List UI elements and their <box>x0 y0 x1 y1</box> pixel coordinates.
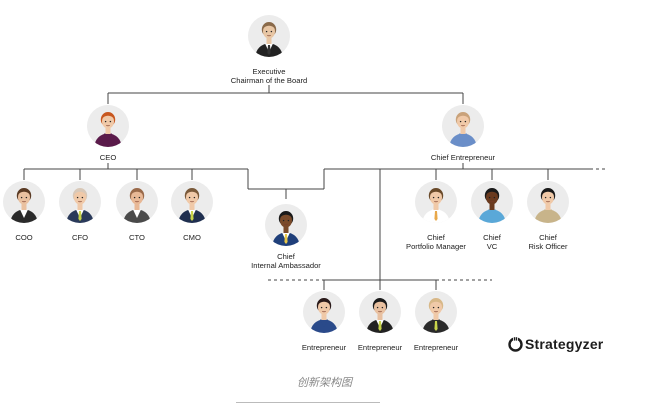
cto-avatar <box>115 180 159 224</box>
coo-avatar <box>2 180 46 224</box>
chief-entrepreneur-figure-icon <box>442 105 484 147</box>
cto-figure-icon <box>116 181 158 223</box>
entrepreneur-1-avatar <box>302 290 346 334</box>
strategyzer-mark-icon <box>508 336 523 352</box>
internal-ambassador-figure-icon <box>265 204 307 246</box>
ceo-label: CEO <box>99 153 117 162</box>
vc-figure-icon <box>471 181 513 223</box>
entrepreneur-1-figure-icon <box>303 291 345 333</box>
brand-name: Strategyzer <box>525 336 604 352</box>
caption-underline <box>236 402 380 403</box>
internal-ambassador-avatar <box>264 203 308 247</box>
portfolio-manager-figure-icon <box>415 181 457 223</box>
entrepreneur-2-avatar <box>358 290 402 334</box>
cmo-avatar <box>170 180 214 224</box>
strategyzer-logo: Strategyzer <box>508 336 603 352</box>
coo-label: COO <box>15 233 33 242</box>
entrepreneur-2-figure-icon <box>359 291 401 333</box>
entrepreneur-3-label: Entrepreneur <box>413 343 459 352</box>
cto-label: CTO <box>129 233 145 242</box>
diagram-caption: 创新架构图 <box>297 376 352 389</box>
portfolio-manager-avatar <box>414 180 458 224</box>
entrepreneur-3-avatar <box>414 290 458 334</box>
entrepreneur-3-figure-icon <box>415 291 457 333</box>
coo-figure-icon <box>3 181 45 223</box>
cfo-label: CFO <box>71 233 89 242</box>
cmo-figure-icon <box>171 181 213 223</box>
entrepreneur-2-label: Entrepreneur <box>357 343 403 352</box>
cfo-avatar <box>58 180 102 224</box>
executive-avatar <box>247 14 291 58</box>
chief-entrepreneur-avatar <box>441 104 485 148</box>
chief-entrepreneur-label: Chief Entrepreneur <box>430 153 496 162</box>
cfo-figure-icon <box>59 181 101 223</box>
ceo-figure-icon <box>87 105 129 147</box>
vc-avatar <box>470 180 514 224</box>
executive-figure-icon <box>248 15 290 57</box>
entrepreneur-1-label: Entrepreneur <box>301 343 347 352</box>
cmo-label: CMO <box>183 233 201 242</box>
risk-officer-figure-icon <box>527 181 569 223</box>
risk-officer-avatar <box>526 180 570 224</box>
ceo-avatar <box>86 104 130 148</box>
